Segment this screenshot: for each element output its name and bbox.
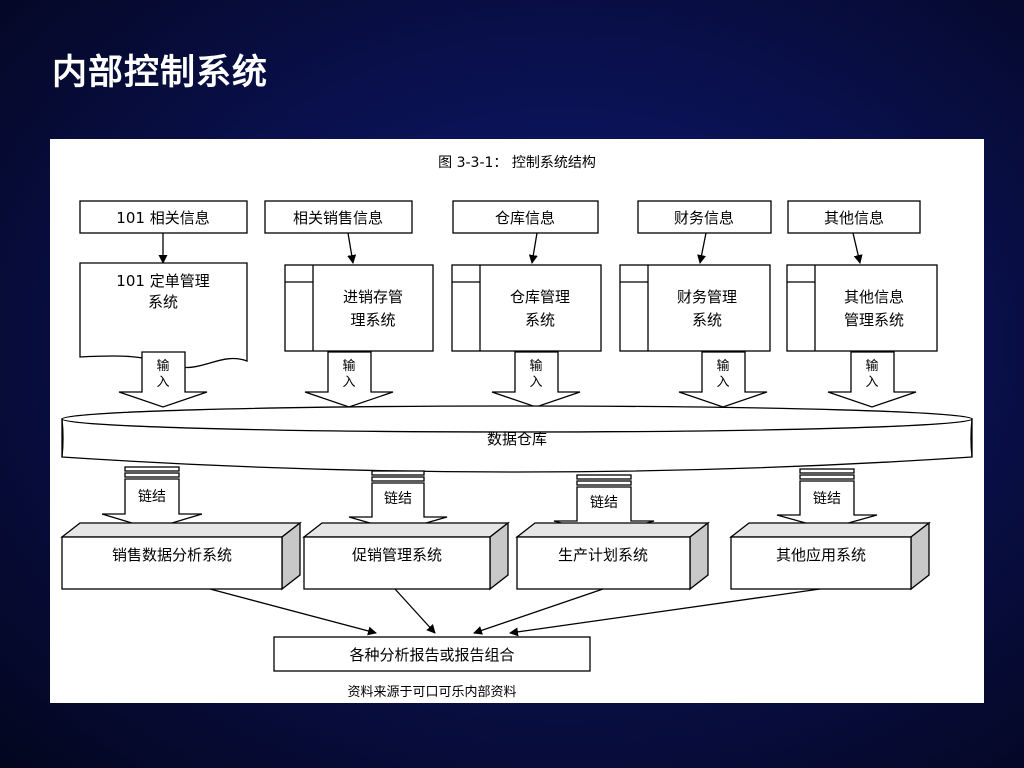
input-label: 输	[342, 358, 355, 374]
promotion-management-system: 促销管理系统	[302, 521, 510, 591]
link-arrow-4: 链结	[776, 468, 878, 530]
application-label: 其他应用系统	[776, 546, 866, 564]
source-arrow-3	[528, 232, 538, 264]
system-label-line: 其他信息	[844, 288, 904, 306]
input-arrow-4: 输 入	[678, 351, 768, 408]
control-system-diagram: 图 3-3-1： 控制系统结构 101 相关信息 相关销售信息 仓库信息 财务信…	[50, 139, 984, 703]
system-label-line: 财务管理	[677, 288, 737, 306]
source-arrow-4	[697, 232, 707, 264]
source-box-4: 财务信息	[637, 200, 772, 234]
application-label: 销售数据分析系统	[112, 546, 232, 564]
diagram-caption: 图 3-3-1： 控制系统结构	[438, 155, 596, 171]
source-label: 相关销售信息	[293, 209, 383, 227]
link-label: 链结	[813, 491, 841, 507]
link-arrow-2: 链结	[348, 470, 448, 532]
source-arrow-5	[852, 232, 863, 264]
source-arrow-2	[347, 232, 357, 264]
source-label: 101 相关信息	[116, 209, 209, 227]
system-label-line: 进销存管	[343, 288, 403, 306]
input-label: 输	[529, 358, 542, 374]
finance-management-system: 财务管理 系统	[619, 264, 771, 352]
source-box-5: 其他信息	[787, 200, 921, 234]
report-arrow-2	[394, 588, 436, 634]
production-planning-system: 生产计划系统	[515, 521, 710, 591]
input-arrow-1: 输 入	[118, 351, 208, 408]
source-footnote: 资料来源于可口可乐内部资料	[347, 684, 516, 700]
warehouse-management-system: 仓库管理 系统	[451, 264, 602, 352]
source-label: 仓库信息	[495, 209, 555, 227]
link-label: 链结	[590, 495, 618, 511]
source-box-1: 101 相关信息	[79, 200, 248, 234]
diagram-canvas: 图 3-3-1： 控制系统结构 101 相关信息 相关销售信息 仓库信息 财务信…	[60, 155, 973, 700]
system-label-line: 管理系统	[844, 311, 904, 329]
input-arrow-3: 输 入	[491, 351, 581, 408]
system-label-line: 系统	[692, 311, 722, 329]
report-arrow-3	[473, 588, 604, 635]
system-label-line: 仓库管理	[510, 288, 570, 306]
source-box-2: 相关销售信息	[264, 200, 413, 234]
source-box-3: 仓库信息	[452, 200, 599, 234]
data-warehouse: 数据仓库	[61, 405, 973, 473]
application-label: 促销管理系统	[352, 546, 442, 564]
other-info-management-system: 其他信息 管理系统	[786, 264, 938, 352]
report-box: 各种分析报告或报告组合	[273, 636, 591, 672]
slide-title: 内部控制系统	[52, 53, 269, 93]
input-label: 入	[342, 375, 355, 390]
system-label-line: 101 定单管理	[116, 272, 209, 290]
input-label: 输	[865, 358, 878, 374]
input-label: 输	[716, 358, 729, 374]
source-label: 其他信息	[824, 209, 884, 227]
input-label: 输	[156, 358, 169, 374]
report-arrow-1	[209, 588, 377, 636]
system-label-line: 系统	[525, 311, 555, 329]
link-arrow-1: 链结	[101, 466, 203, 530]
application-label: 生产计划系统	[558, 546, 648, 564]
report-label: 各种分析报告或报告组合	[349, 646, 514, 664]
input-label: 入	[529, 375, 542, 390]
link-label: 链结	[138, 489, 166, 505]
source-label: 财务信息	[674, 209, 734, 227]
input-arrow-5: 输 入	[827, 351, 917, 408]
order-management-system: 101 定单管理 系统	[79, 262, 248, 369]
report-arrow-4	[509, 588, 821, 637]
input-label: 入	[865, 375, 878, 390]
input-arrow-2: 输 入	[304, 351, 394, 408]
system-label-line: 理系统	[350, 311, 395, 329]
inventory-system: 进销存管 理系统	[284, 264, 434, 352]
warehouse-label: 数据仓库	[487, 430, 547, 448]
sales-analysis-system: 销售数据分析系统	[60, 521, 302, 591]
input-label: 入	[156, 375, 169, 390]
link-label: 链结	[384, 491, 412, 507]
system-label-line: 系统	[148, 293, 178, 311]
other-applications-system: 其他应用系统	[729, 521, 931, 591]
input-label: 入	[716, 375, 729, 390]
